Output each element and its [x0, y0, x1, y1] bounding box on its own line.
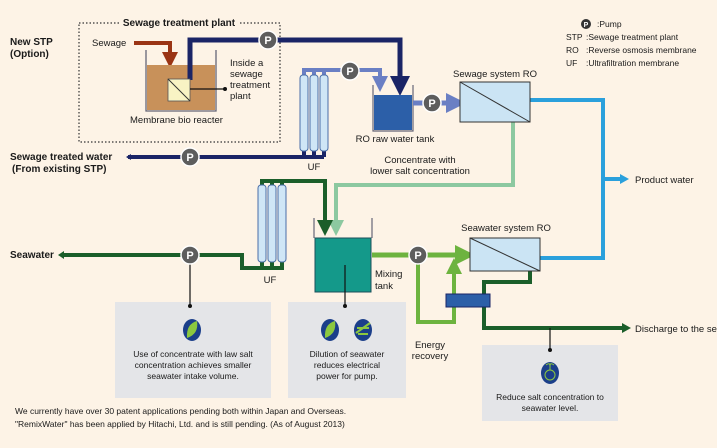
mixing-tank — [314, 237, 372, 293]
svg-text:RO: RO — [566, 45, 579, 55]
pump-icon: P — [408, 245, 428, 265]
concentrate-pipe — [328, 122, 515, 236]
inside-stp-label: plant — [230, 91, 251, 102]
new-stp-option-label: (Option) — [10, 49, 49, 60]
svg-text::Sewage treatment plant: :Sewage treatment plant — [586, 32, 679, 42]
benefit-text: seawater level. — [522, 403, 579, 413]
uf-module-top — [299, 74, 329, 152]
pump-icon: P — [180, 147, 200, 167]
energy-icon — [354, 319, 372, 341]
svg-text:P: P — [264, 35, 271, 47]
svg-text::Ultrafiltration membrane: :Ultrafiltration membrane — [586, 58, 679, 68]
brine-discharge-pipe — [482, 271, 622, 330]
benefit-box-1 — [115, 302, 271, 398]
seawater-label: Seawater — [10, 250, 54, 261]
product-water-label: Product water — [635, 175, 694, 186]
svg-text:UF: UF — [566, 58, 577, 68]
benefit-box-2 — [288, 302, 406, 398]
svg-text:STP: STP — [566, 32, 583, 42]
svg-text:P: P — [186, 250, 193, 262]
concentrate-label: Concentrate with — [384, 155, 455, 166]
sewage-treated-water-pipe — [128, 150, 326, 159]
benefit-text: Dilution of seawater — [310, 349, 385, 359]
svg-text:P: P — [584, 22, 589, 29]
sewage-treated-water-source-label: (From existing STP) — [12, 164, 106, 175]
sewage-label: Sewage — [92, 38, 126, 49]
concentrate-label: lower salt concentration — [370, 166, 470, 177]
inside-stp-label: Inside a — [230, 58, 264, 69]
inside-stp-label: treatment — [230, 80, 270, 91]
energy-recovery-device — [445, 293, 491, 308]
stp-box-title: Sewage treatment plant — [123, 18, 236, 29]
product-water-pipe — [530, 98, 620, 260]
mixing-tank-label: tank — [375, 281, 393, 292]
leaf-icon — [183, 319, 201, 341]
pump-icon: P — [422, 93, 442, 113]
benefit-text: Use of concentrate with law salt — [133, 349, 253, 359]
mbr-tank-walls — [145, 50, 217, 112]
pump-icon: P — [340, 61, 360, 81]
sewage-inflow-arrow — [134, 41, 178, 68]
stp-box — [78, 22, 281, 143]
energy-recovery-loop — [416, 255, 462, 324]
sewage-treated-water-label: Sewage treated water — [10, 152, 112, 163]
pump-icon: P — [258, 30, 278, 50]
energy-recovery-label: recovery — [412, 351, 449, 362]
uf-seawater-outlet — [260, 179, 333, 236]
mixing-tank-label: Mixing — [375, 269, 402, 280]
pump-icon: P — [180, 245, 200, 265]
svg-text::Reverse osmosis membrane: :Reverse osmosis membrane — [586, 45, 697, 55]
uf-label-top: UF — [308, 162, 321, 173]
benefit-text: concentration achieves smaller — [135, 360, 252, 370]
benefit-text: reduces electrical — [314, 360, 380, 370]
uf-module-bottom — [257, 184, 287, 263]
globe-sprout-icon — [541, 362, 559, 384]
new-stp-label: New STP — [10, 37, 53, 48]
svg-text:P: P — [186, 152, 193, 164]
seawater-pipe — [62, 253, 284, 270]
svg-text:P: P — [428, 98, 435, 110]
uf-label-bottom: UF — [264, 275, 277, 286]
benefit-text: seawater intake volume. — [147, 371, 239, 381]
seawater-ro-label: Seawater system RO — [461, 223, 551, 234]
leaf-icon — [321, 319, 339, 341]
energy-recovery-label: Energy — [415, 340, 445, 351]
inside-stp-label: sewage — [230, 69, 263, 80]
footer-note: We currently have over 30 patent applica… — [15, 406, 346, 416]
discharge-label: Discharge to the sea — [635, 324, 717, 335]
footer-note: "RemixWater" has been applied by Hitachi… — [15, 419, 345, 429]
benefit-text: Reduce salt concentration to — [496, 392, 604, 402]
svg-text::Pump: :Pump — [597, 19, 622, 29]
mbr-label: Membrane bio reacter — [130, 115, 223, 126]
benefit-text: power for pump. — [316, 371, 377, 381]
svg-text:P: P — [414, 250, 421, 262]
legend: P :Pump STP:Sewage treatment plant RO :Re… — [566, 19, 697, 68]
mbr-outlet-pipe — [187, 37, 410, 96]
ro-raw-water-tank — [374, 95, 412, 130]
ro-raw-water-tank-label: RO raw water tank — [356, 134, 435, 145]
sewage-ro-label: Sewage system RO — [453, 69, 537, 80]
svg-text:P: P — [346, 66, 353, 78]
